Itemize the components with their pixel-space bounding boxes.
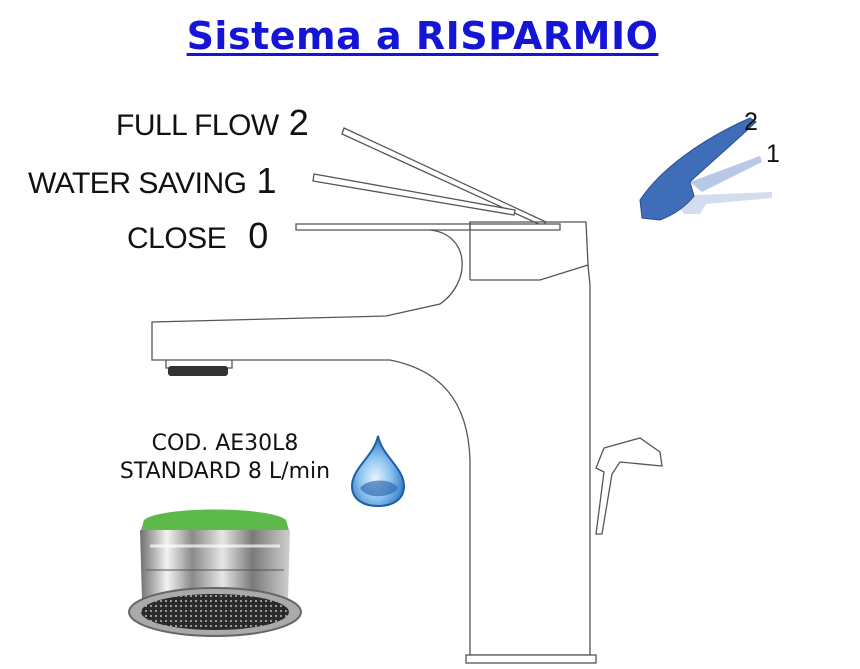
aerator-image	[128, 509, 302, 637]
faucet-body	[151, 221, 591, 656]
lever-water-saving	[312, 173, 516, 216]
drain-rod	[595, 437, 663, 535]
mini-lever-illustration	[639, 117, 772, 221]
position-number: 0	[248, 215, 269, 256]
mini-lever-raised	[639, 117, 757, 221]
page-title: Sistema a RISPARMIO	[186, 14, 659, 58]
position-label: CLOSE	[127, 222, 227, 255]
aerator-spec: STANDARD 8 L/min	[119, 459, 331, 484]
mini-lever-label-1: 1	[766, 140, 780, 168]
water-drop-icon	[350, 435, 406, 508]
label-close: CLOSE 0	[127, 218, 268, 254]
aerator-text: COD. AE30L8 STANDARD 8 L/min	[100, 430, 350, 486]
position-label: WATER SAVING	[28, 167, 247, 200]
position-label: FULL FLOW	[116, 109, 279, 142]
label-water-saving: WATER SAVING 1	[28, 163, 277, 199]
aerator-code: COD. AE30L8	[151, 431, 299, 456]
position-number: 2	[288, 102, 309, 143]
label-full-flow: FULL FLOW 2	[116, 105, 309, 141]
lever-close	[295, 223, 561, 231]
spout-aerator	[168, 366, 228, 376]
faucet-outline	[151, 127, 663, 664]
position-number: 1	[256, 160, 277, 201]
mini-lever-label-2: 2	[744, 108, 758, 136]
